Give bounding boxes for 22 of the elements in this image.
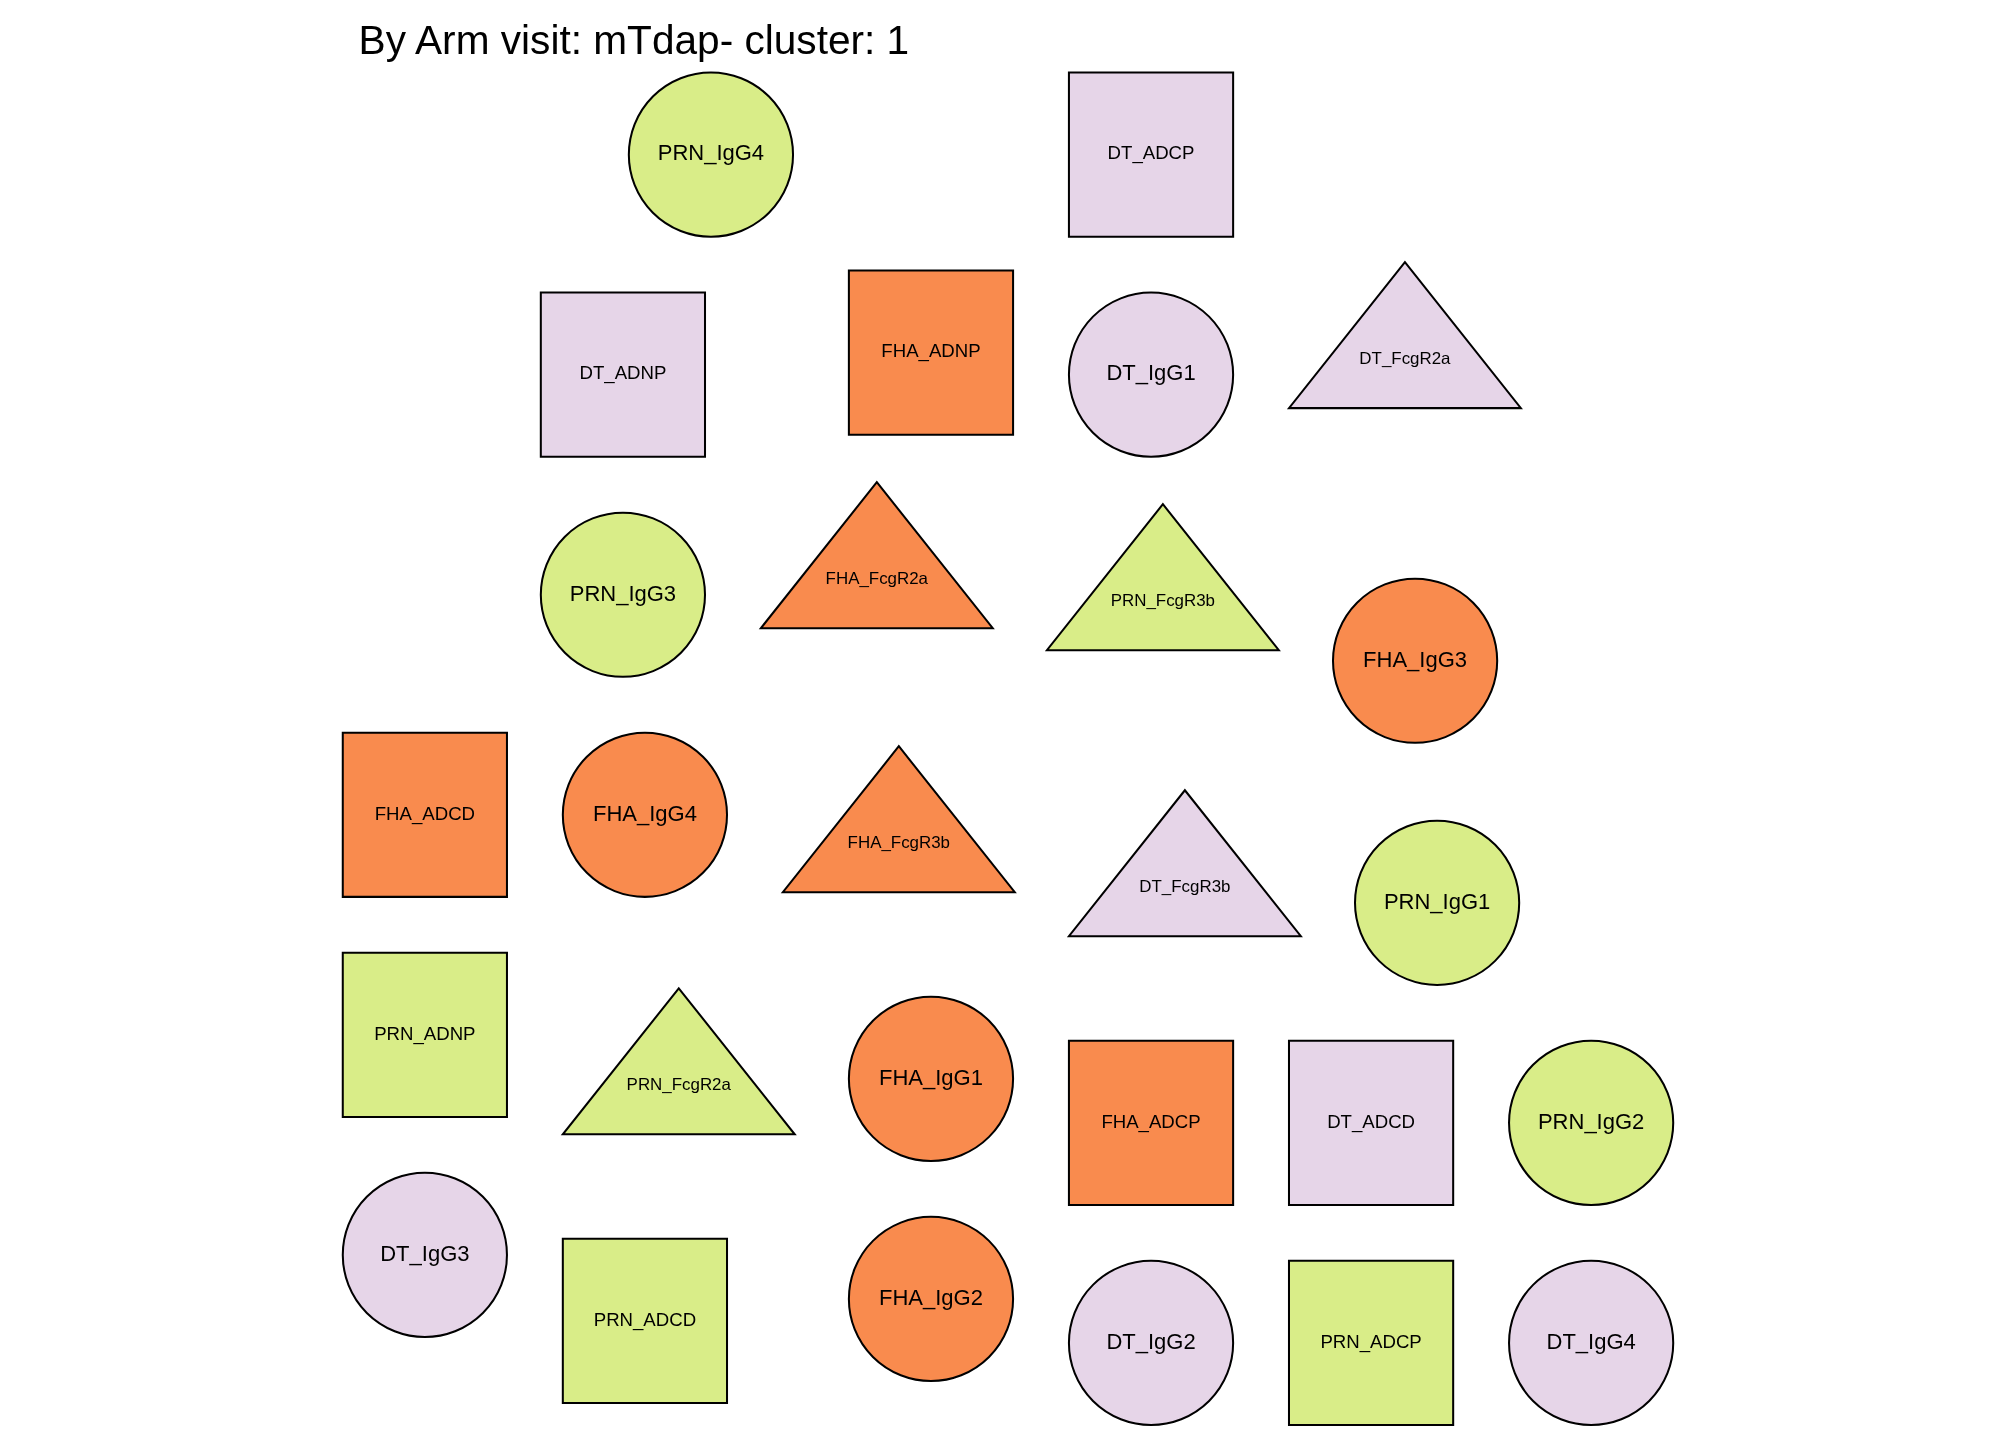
diagram-title: By Arm visit: mTdap- cluster: 1 (358, 17, 910, 64)
node-circle: FHA_IgG1 (847, 995, 1015, 1162)
node-box: FHA_ADCP (1067, 1039, 1235, 1206)
node-box: FHA_ADCD (341, 731, 508, 898)
node-box: FHA_ADNP (847, 269, 1015, 436)
node-box: DT_ADCP (1067, 71, 1235, 238)
node-box: DT_ADNP (539, 291, 707, 458)
node-circle: PRN_IgG1 (1354, 819, 1521, 986)
node-circle: PRN_IgG4 (627, 71, 795, 238)
node-circle: FHA_IgG2 (847, 1215, 1015, 1382)
node-box: PRN_ADCD (561, 1237, 729, 1404)
node-box: DT_ADCD (1287, 1039, 1455, 1206)
node-circle: DT_IgG1 (1067, 291, 1235, 458)
node-circle: FHA_IgG3 (1332, 577, 1499, 744)
node-circle: DT_IgG4 (1508, 1259, 1675, 1427)
node-box: PRN_ADCP (1287, 1259, 1455, 1427)
node-circle: FHA_IgG4 (561, 731, 729, 898)
node-box: PRN_ADNP (341, 951, 508, 1118)
node-circle: PRN_IgG2 (1508, 1039, 1675, 1206)
node-circle: PRN_IgG3 (539, 511, 707, 678)
node-circle: DT_IgG3 (341, 1171, 508, 1338)
node-circle: DT_IgG2 (1067, 1259, 1235, 1427)
